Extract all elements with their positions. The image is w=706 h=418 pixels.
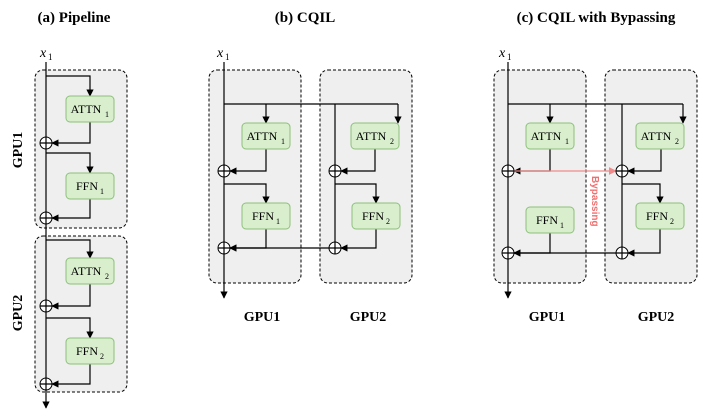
attn1-block-a: ATTN 1 [65,95,115,123]
gpu2-label-a: GPU2 [11,295,26,332]
ffn1-block-a: FFN 1 [65,172,115,200]
gpu1-box-a [34,69,128,229]
svg-text:x: x [216,46,224,61]
panel-b-title: (b) CQIL [275,10,335,26]
svg-text:2: 2 [105,272,109,281]
svg-text:2: 2 [100,352,104,361]
panel-a-pipeline: GPU1 GPU2 x 1 ATTN 1 FFN 1 [11,46,128,409]
attn2-block-c: ATTN 2 [635,122,685,150]
svg-text:1: 1 [105,110,109,119]
panel-b-cqil: GPU1 GPU2 x 1 ATTN 1 [208,46,413,325]
svg-text:1: 1 [48,52,53,62]
add-node-c4 [615,246,629,260]
svg-text:2: 2 [386,217,390,226]
add-node-a4 [39,377,53,391]
ffn1-block-b: FFN 1 [241,202,291,230]
input-label-c: x 1 [498,46,512,62]
bypass-label: Bypassing [589,176,600,227]
svg-text:ATTN: ATTN [531,129,562,143]
attn2-block-a: ATTN 2 [65,257,115,285]
add-node-c1 [501,164,515,178]
svg-text:1: 1 [565,137,569,146]
add-node-c2 [615,164,629,178]
svg-text:ATTN: ATTN [71,102,102,116]
ffn2-block-c: FFN 2 [635,202,685,230]
add-node-b4 [328,241,342,255]
add-node-b1 [217,164,231,178]
panel-a-title: (a) Pipeline [38,10,111,26]
svg-text:FFN: FFN [252,209,274,223]
svg-text:ATTN: ATTN [247,129,278,143]
add-node-a2 [39,211,53,225]
svg-text:FFN: FFN [646,209,668,223]
ffn2-block-a: FFN 2 [65,337,115,365]
input-label-a: x 1 [39,46,53,62]
svg-text:1: 1 [507,52,512,62]
svg-text:FFN: FFN [76,344,98,358]
svg-text:1: 1 [276,217,280,226]
gpu2-label-c: GPU2 [638,310,675,325]
svg-text:x: x [498,46,506,61]
svg-text:2: 2 [670,217,674,226]
panel-c-cqil-bypassing: GPU1 GPU2 x 1 Bypassing ATTN [493,46,698,325]
gpu1-label-c: GPU1 [529,310,566,325]
ffn2-block-b: FFN 2 [351,202,401,230]
svg-text:ATTN: ATTN [71,264,102,278]
attn1-block-b: ATTN 1 [241,122,291,150]
svg-text:FFN: FFN [536,213,558,227]
add-node-b2 [328,164,342,178]
input-label-b: x 1 [216,46,230,62]
svg-text:1: 1 [281,137,285,146]
svg-text:1: 1 [100,187,104,196]
gpu1-label-b: GPU1 [244,310,281,325]
svg-text:x: x [39,46,47,61]
svg-text:1: 1 [225,52,230,62]
attn2-block-b: ATTN 2 [350,122,400,150]
gpu1-label-a: GPU1 [11,132,26,169]
svg-text:2: 2 [675,137,679,146]
svg-text:2: 2 [390,137,394,146]
add-node-a3 [39,299,53,313]
svg-text:FFN: FFN [362,209,384,223]
add-node-b3 [217,241,231,255]
add-node-c3 [501,246,515,260]
svg-text:FFN: FFN [76,179,98,193]
svg-text:ATTN: ATTN [356,129,387,143]
add-node-a1 [39,136,53,150]
ffn1-block-c: FFN 1 [525,206,575,234]
gpu2-label-b: GPU2 [350,310,387,325]
svg-text:ATTN: ATTN [641,129,672,143]
attn1-block-c: ATTN 1 [525,122,575,150]
panel-c-title: (c) CQIL with Bypassing [517,10,676,26]
svg-text:1: 1 [560,221,564,230]
